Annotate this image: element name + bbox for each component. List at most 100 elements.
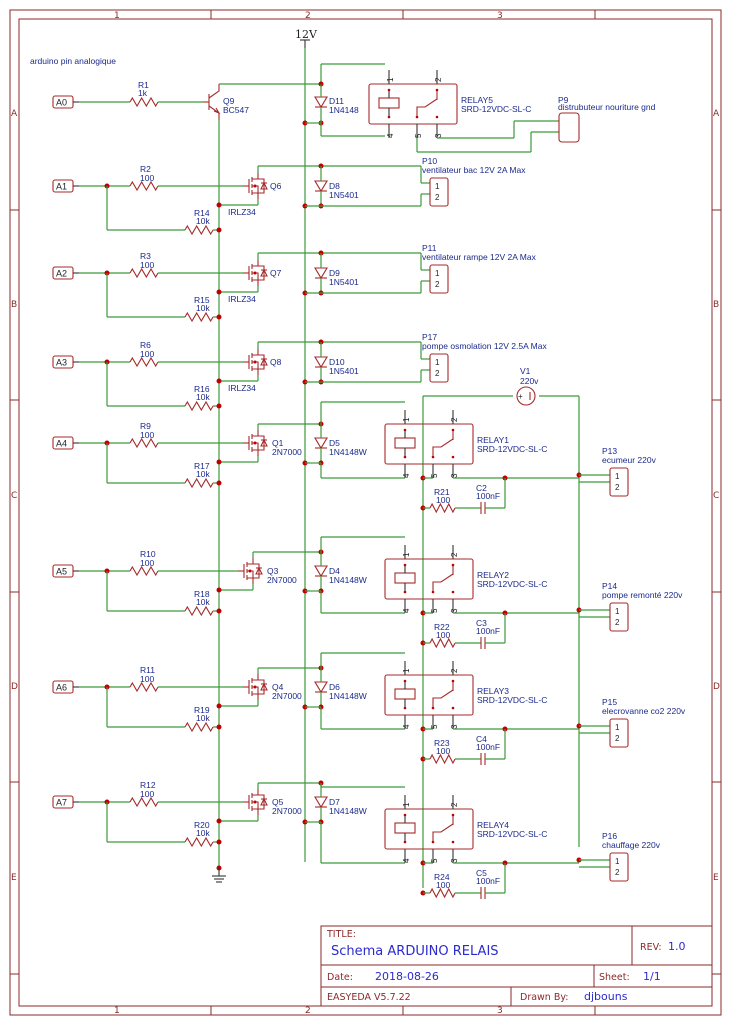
resistor-icon bbox=[429, 637, 456, 649]
mosfet-bodydiode bbox=[260, 438, 268, 447]
resistor-icon bbox=[429, 753, 456, 765]
resistor-icon bbox=[129, 267, 159, 279]
mosfet-icon bbox=[243, 674, 268, 700]
pulldown-r-value: 10k bbox=[196, 597, 210, 607]
relay-body bbox=[384, 558, 474, 600]
connector-value: chauffage 220v bbox=[602, 840, 661, 850]
connector-pin-1: 1 bbox=[615, 607, 620, 616]
relay-dot bbox=[403, 590, 407, 594]
relay-dot bbox=[431, 706, 435, 710]
power-rails: 12V bbox=[212, 28, 318, 883]
relay-dot bbox=[403, 679, 407, 683]
mosfet-source bbox=[252, 449, 259, 456]
transistor-value: IRLZ34 bbox=[228, 294, 256, 304]
connector-pin-1: 1 bbox=[435, 358, 440, 367]
net-label-a4: A4 bbox=[52, 436, 79, 450]
net-label-a0: A0 bbox=[52, 95, 79, 109]
resistor-icon bbox=[129, 681, 159, 693]
connector-pin-2: 2 bbox=[435, 369, 440, 378]
v1-ref: V1 bbox=[520, 366, 531, 376]
relay-pin-3: 3 bbox=[450, 724, 459, 729]
pulldown-r-ref: R16 bbox=[194, 384, 210, 394]
relay-ref: RELAY2 bbox=[477, 570, 509, 580]
net-label-a5: A5 bbox=[52, 564, 79, 578]
transistor-value: IRLZ34 bbox=[228, 383, 256, 393]
zone-col-3-bottom: 3 bbox=[497, 1006, 503, 1016]
relay-ref: RELAY1 bbox=[477, 435, 509, 445]
relay-pin-2: 2 bbox=[450, 668, 459, 673]
net-label-a6: A6 bbox=[52, 680, 79, 694]
relay-dot bbox=[451, 428, 455, 432]
relay-dot bbox=[451, 455, 455, 459]
mosfet-bodydiode-lead bbox=[258, 354, 265, 370]
diode-value: 1N5401 bbox=[329, 366, 359, 376]
pulldown-r-ref: R15 bbox=[194, 295, 210, 305]
net-label-text: A7 bbox=[56, 798, 67, 808]
mosfet-bodydiode bbox=[255, 566, 263, 575]
resistor-icon bbox=[129, 437, 159, 449]
connector-value: ventilateur rampe 12V 2A Max bbox=[422, 252, 537, 262]
transistor-value: 2N7000 bbox=[272, 447, 302, 457]
transistor-ref: Q5 bbox=[272, 797, 284, 807]
npn-emitter bbox=[208, 105, 220, 120]
mosfet-icon bbox=[243, 349, 268, 375]
zone-row-b-left: B bbox=[11, 300, 17, 310]
zone-row-a-right: A bbox=[713, 109, 720, 119]
pulldown-r-ref: R20 bbox=[194, 820, 210, 830]
diode-icon bbox=[314, 796, 328, 809]
junction-dot bbox=[216, 480, 222, 486]
resistor-icon bbox=[429, 887, 456, 899]
relay-coil-icon bbox=[394, 822, 416, 834]
connector-ref: P11 bbox=[422, 243, 437, 253]
series-r-value: 100 bbox=[140, 558, 154, 568]
v1-value: 220v bbox=[520, 376, 539, 386]
diode-value: 1N4148W bbox=[329, 806, 367, 816]
npn-arrow bbox=[213, 107, 221, 115]
snubber-c-ref: C2 bbox=[476, 483, 487, 493]
diode-body bbox=[314, 437, 328, 450]
diode-value: 1N4148W bbox=[329, 447, 367, 457]
series-r-ref: R2 bbox=[140, 164, 151, 174]
pulldown-r-value: 10k bbox=[196, 713, 210, 723]
snubber-r-value: 100 bbox=[436, 630, 450, 640]
relay-pin-4: 4 bbox=[402, 724, 411, 729]
d11-ref: D11 bbox=[329, 96, 344, 106]
mosfet-icon bbox=[243, 260, 268, 286]
relay-pin-5: 5 bbox=[430, 608, 439, 613]
diode-icon bbox=[314, 681, 328, 694]
junction-dot bbox=[216, 724, 222, 730]
series-r-value: 100 bbox=[140, 260, 154, 270]
relay-value: SRD-12VDC-SL-C bbox=[477, 829, 547, 839]
relay-dot bbox=[451, 563, 455, 567]
resistor-icon bbox=[184, 605, 214, 617]
r1-ref: R1 bbox=[138, 80, 149, 90]
series-r-ref: R6 bbox=[140, 340, 151, 350]
connector-pin-1: 1 bbox=[615, 472, 620, 481]
junction-dot bbox=[216, 839, 222, 845]
ac-source-v1: + bbox=[516, 386, 536, 406]
mosfet-bodydiode-lead bbox=[258, 679, 265, 695]
mosfet-icon bbox=[238, 558, 263, 584]
resistor-icon bbox=[129, 565, 159, 577]
stage-a2: A2R3100R1510kQ7IRLZ34D91N540112P11ventil… bbox=[52, 243, 537, 323]
mosfet-drain bbox=[252, 430, 259, 437]
relay-pin-1: 1 bbox=[402, 668, 411, 673]
net-label-a1: A1 bbox=[52, 179, 79, 193]
mosfet-drain bbox=[247, 558, 254, 565]
diode-body bbox=[314, 180, 328, 193]
diode-body bbox=[314, 565, 328, 578]
mosfet-bodydiode-lead bbox=[258, 435, 265, 451]
connector-body bbox=[609, 718, 629, 748]
relay-dot bbox=[451, 679, 455, 683]
connector-pin-2: 2 bbox=[615, 618, 620, 627]
series-r-ref: R9 bbox=[140, 421, 151, 431]
relay-switch-icon bbox=[432, 438, 454, 457]
